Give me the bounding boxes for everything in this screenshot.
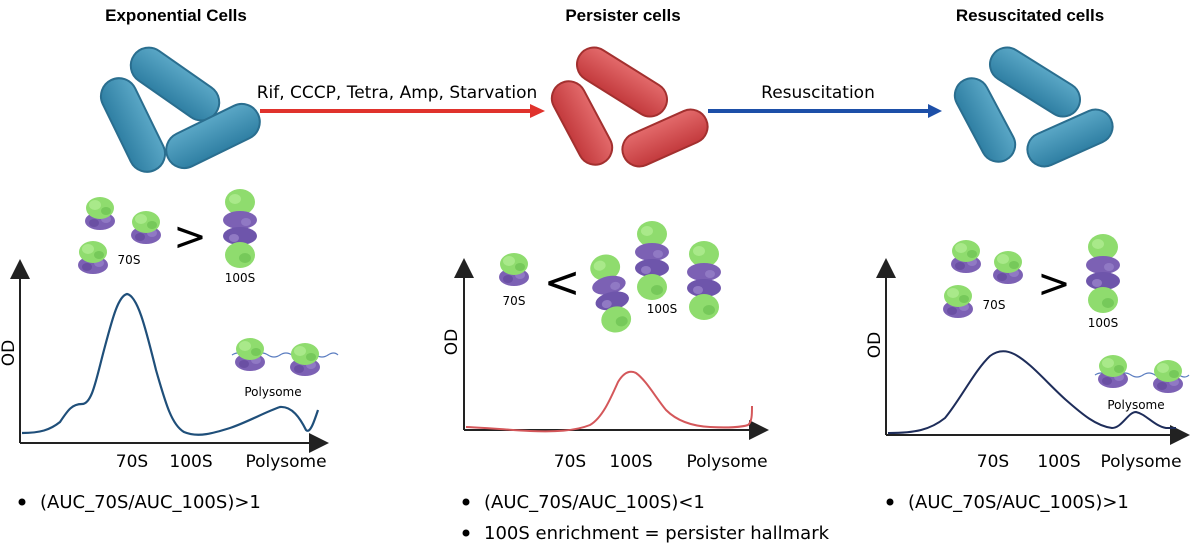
xtick-polysome-exponential: Polysome [245, 452, 326, 472]
ribosome-100s-exponential [223, 189, 257, 268]
xtick-100s-exponential: 100S [169, 452, 212, 472]
label-polysome-exponential: Polysome [244, 385, 301, 399]
ribosome-100s-resuscitated [1086, 234, 1120, 313]
bullet-dot [18, 498, 26, 506]
od-curve-persister [465, 370, 753, 433]
label-70s-resuscitated: 70S [983, 298, 1006, 312]
od-curve-resuscitated [887, 350, 1176, 434]
bullet-dot [462, 498, 470, 506]
xtick-polysome-persister: Polysome [686, 452, 767, 472]
bullet-exponential-1: (AUC_70S/AUC_100S)>1 [40, 492, 261, 513]
polysome-icon-resuscitated [1094, 355, 1190, 393]
title-exponential: Exponential Cells [105, 6, 247, 25]
resuscitation-arrow [708, 104, 942, 118]
axes-exponential [9, 259, 329, 453]
ylabel-resuscitated: OD [865, 332, 885, 358]
label-100s-persister: 100S [647, 302, 678, 316]
ylabel-exponential: OD [0, 340, 19, 366]
xtick-polysome-resuscitated: Polysome [1100, 452, 1181, 472]
comparison-sign-exponential: > [173, 214, 207, 260]
xtick-70s-persister: 70S [554, 452, 586, 472]
treatment-arrow [260, 104, 545, 118]
axes-resuscitated [876, 258, 1190, 445]
title-resuscitated: Resuscitated cells [956, 6, 1104, 25]
label-100s-resuscitated: 100S [1088, 316, 1119, 330]
od-curve-exponential [21, 292, 320, 436]
ribosome-70s-persister [499, 253, 529, 286]
treatment-label: Rif, CCCP, Tetra, Amp, Starvation [257, 83, 538, 103]
comparison-sign-persister: < [544, 257, 581, 308]
title-persister: Persister cells [565, 6, 680, 25]
bullet-resuscitated-1: (AUC_70S/AUC_100S)>1 [908, 492, 1129, 513]
ylabel-persister: OD [442, 329, 462, 355]
xtick-70s-resuscitated: 70S [977, 452, 1009, 472]
label-100s-exponential: 100S [225, 271, 256, 285]
ribosome-100s-group-persister [585, 221, 721, 336]
resuscitation-label: Resuscitation [761, 83, 875, 103]
xtick-100s-persister: 100S [609, 452, 652, 472]
polysome-icon-exponential [231, 338, 339, 376]
label-70s-exponential: 70S [118, 253, 141, 267]
label-polysome-resuscitated: Polysome [1107, 398, 1164, 412]
bullet-dot [462, 529, 470, 537]
bullet-persister-2: 100S enrichment = persister hallmark [484, 523, 830, 544]
label-70s-persister: 70S [503, 294, 526, 308]
xtick-100s-resuscitated: 100S [1037, 452, 1080, 472]
bullet-dot [886, 498, 894, 506]
exponential-cells-icon [99, 46, 261, 173]
comparison-sign-resuscitated: > [1037, 261, 1071, 307]
resuscitated-cells-icon [953, 46, 1114, 168]
persister-cells-icon [550, 46, 709, 168]
bullet-persister-1: (AUC_70S/AUC_100S)<1 [484, 492, 705, 513]
xtick-70s-exponential: 70S [116, 452, 148, 472]
